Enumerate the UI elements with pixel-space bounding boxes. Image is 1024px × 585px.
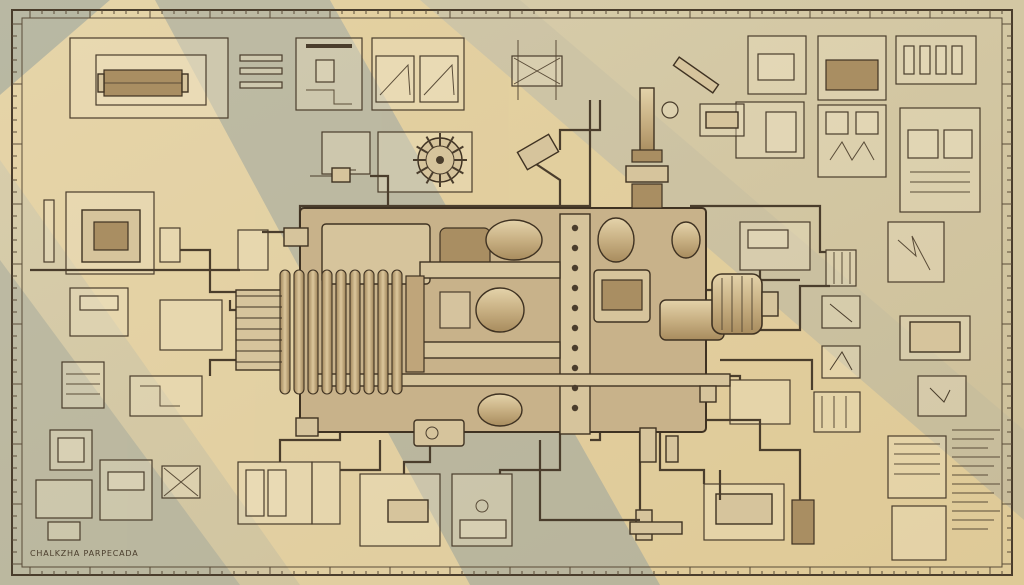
- gear-tooth: [416, 145, 429, 154]
- sensor-fittings: [283, 227, 717, 535]
- gear-tooth: [451, 166, 464, 175]
- bolt-icon: [571, 384, 579, 392]
- right-column-panels: [817, 104, 981, 561]
- ruler-ticks: [12, 10, 1012, 575]
- bolt-icon: [571, 364, 579, 372]
- gear-wheel-icon: [413, 133, 467, 187]
- bolt-icon: [571, 324, 579, 332]
- flywheel-assembly: [711, 273, 779, 335]
- spec-notes-block: [894, 429, 1000, 530]
- bolt-icon: [571, 404, 579, 412]
- corner-label: CHALKZHA PARPECADA: [30, 549, 138, 558]
- bolt-icon: [571, 284, 579, 292]
- cooling-fins-cylinder: [235, 269, 425, 395]
- cooling-fin: [363, 269, 375, 395]
- bolt-icon: [571, 304, 579, 312]
- bottom-row-panels: [359, 473, 815, 547]
- cooling-fin: [391, 269, 403, 395]
- top-left-schematic: [69, 37, 229, 119]
- gear-tooth: [425, 171, 434, 184]
- bolt-icon: [571, 344, 579, 352]
- bolt-icon: [571, 224, 579, 232]
- cooling-fin: [293, 269, 305, 395]
- top-valve: [511, 40, 563, 100]
- top-right-panels: [747, 35, 977, 101]
- bolt-icon: [571, 244, 579, 252]
- gear-tooth: [425, 136, 434, 149]
- bolt-column: [571, 224, 579, 412]
- left-column-panels: [35, 191, 341, 541]
- cooling-fin: [279, 269, 291, 395]
- drawing-frame: [11, 9, 1013, 576]
- top-pin: [672, 56, 720, 94]
- gear-tooth: [451, 145, 464, 154]
- piston-rod-tower: [516, 87, 669, 209]
- cooling-fin: [335, 269, 347, 395]
- gear-tooth: [416, 166, 429, 175]
- bolt-icon: [571, 264, 579, 272]
- right-mid-panels: [661, 101, 861, 433]
- gear-tooth: [446, 136, 455, 149]
- gear-tooth: [446, 171, 455, 184]
- top-panel-a: [295, 37, 363, 111]
- cooling-fin: [377, 269, 389, 395]
- fin-cap: [405, 275, 425, 373]
- cooling-fin: [321, 269, 333, 395]
- cooling-fin: [307, 269, 319, 395]
- cooling-fin: [349, 269, 361, 395]
- top-small-bars: [239, 54, 283, 89]
- top-panel-b: [371, 37, 465, 111]
